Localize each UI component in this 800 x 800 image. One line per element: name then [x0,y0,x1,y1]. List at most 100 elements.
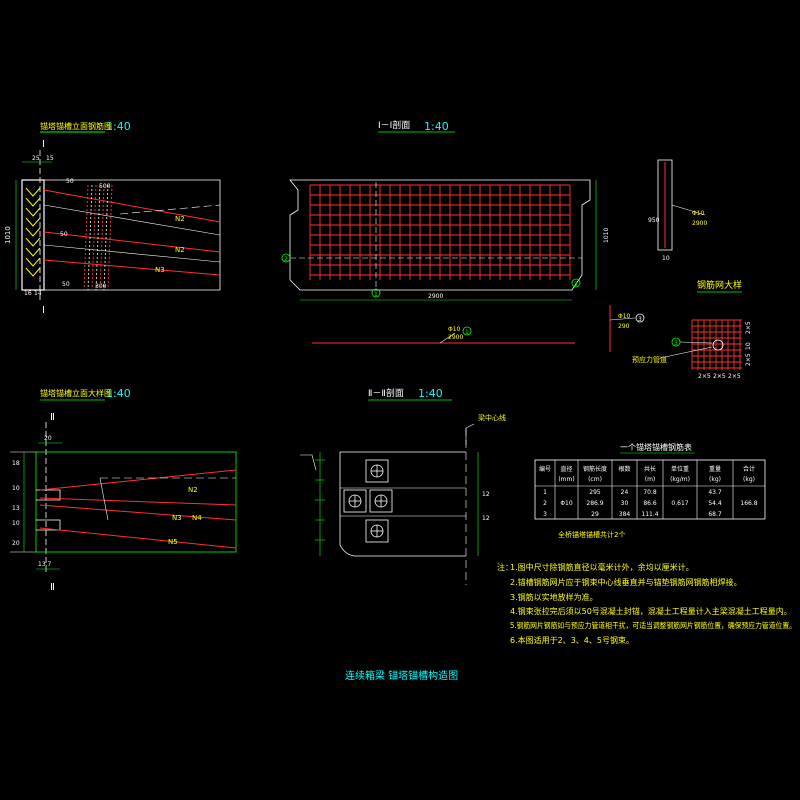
sec2-center-label: 梁中心线 [478,413,506,422]
table-cell: 2 [543,500,547,507]
bar3-len: 290 [618,323,630,330]
elev-bot-bar-1: N2 [188,486,198,494]
dim-50b: 50 [60,231,68,238]
bar3-view: Φ10 290 3 [609,305,645,352]
bar-detail-len: 2900 [692,220,707,227]
elev-bot-dim-left-5: 20 [12,540,20,547]
bar-label-1: N2 [175,215,185,223]
note-6: 6.本图适用于2、3、4、5号钢束。 [510,635,634,645]
table-header-cell: 重量 [709,465,721,473]
note-5: 5.钢筋网片钢筋如与预应力管道相干扰，可适当调整钢筋网片钢筋位置，确保预应力管道… [510,620,796,630]
table-header-cell: 直径 [560,465,572,473]
table-cell: Φ10 [560,500,573,507]
bar-detail-view: 950 Φ10 2900 10 [648,159,707,262]
elev-bot-bar-4: N5 [168,538,178,546]
dim-side: 1010 [4,226,12,244]
drawing-title: 连续箱梁 锚塔锚槽构造图 [345,669,458,682]
table-cell: 29 [591,511,599,518]
sec1-scale: 1:40 [424,120,449,133]
table-header-unit: (kg) [743,476,755,483]
bar-label-2: N2 [175,246,185,254]
sec2-right-dim-2: 12 [482,515,490,522]
sec2-right-dim-1: 12 [482,491,490,498]
sec1-width-dim: 2900 [428,293,443,300]
table-cell: 3 [543,511,547,518]
table-header-unit: (cm) [588,476,602,483]
table-header-cell: 合计 [743,465,755,473]
table-header-unit: (mm) [558,476,574,483]
section-2-view: Ⅱ－Ⅱ剖面 1:40 梁中心线 12 12 [300,387,506,585]
sec1-height-dim: 1010 [603,228,610,243]
dim-500: 500 [99,183,111,190]
section-1-view: Ⅰ－Ⅰ剖面 1:40 2 1 3 2900 1010 [281,119,610,301]
table-header-unit: (kg) [709,476,721,483]
mesh-x-dim-1: 2×5 [698,373,711,380]
table-cell: 166.8 [740,500,757,507]
table-header-cell: 共长 [644,465,656,473]
elev-bot-dim-left-1: 18 [12,460,20,467]
bar-detail-note: Φ10 [692,210,705,217]
mesh-y-dim-3: 2×5 [745,353,752,366]
mesh-x-dim-2: 2×5 [713,373,726,380]
section-1-mesh [309,184,571,280]
mesh-y-dims: 2×5 10 2×5 [745,321,752,366]
mesh-title: 钢筋网大样 [697,279,742,291]
table-header-unit: (kg/m) [670,476,690,483]
elev-bot-dim-left-3: 13 [12,505,20,512]
table-cell: 111.4 [641,511,658,518]
mesh-detail-view: 钢筋网大样 3 预应力管道 2×5 2×5 2×5 2×5 10 2×5 [632,279,752,380]
table-title: 一个锚塔锚槽钢筋表 [620,442,692,452]
elev-bot-bar-2: N3 [172,514,182,522]
table-cell: 286.9 [586,500,603,507]
table-cell: 43.7 [708,489,722,496]
sec2-anchor-plates [343,459,393,543]
bar-detail-bottom: 10 [662,255,670,262]
elev-bot-dim-bottom: 13.7 [38,561,52,568]
marker-I-top: Ⅰ [42,139,45,150]
table-border [534,459,766,520]
mesh-x-dims: 2×5 2×5 2×5 [698,373,741,380]
dim-bot-b: 14 [34,290,42,297]
mesh-y-dim-1: 2×5 [745,321,752,334]
note-3: 3.钢筋以实地放样为准。 [510,592,598,602]
table-cell: 1 [543,489,547,496]
bar3-note: Φ10 [618,313,631,320]
elev-bot-bar-3: N4 [192,514,202,522]
bar-detail-height: 950 [648,217,660,224]
sec2-scale: 1:40 [418,387,443,400]
marker-II-top: Ⅱ [50,412,55,423]
elev-bot-scale: 1:40 [106,387,131,400]
table-cell: 54.4 [708,500,722,507]
sec1-circle-3: 3 [574,281,578,288]
table-header-cell: 单位重 [671,465,689,473]
elev-bot-dim-left-4: 10 [12,520,20,527]
notes-prefix: 注： [497,562,513,572]
sec1-circle-1: 1 [374,291,378,298]
note-4: 4.钢束张拉完后须以50号混凝土封锚，混凝土工程量计入主梁混凝土工程量内。 [510,606,792,616]
elevation-detail-view: 锚塔锚槽立面大样图 1:40 Ⅱ Ⅱ 20 18 10 13 10 20 N2 … [10,387,237,593]
elev-bot-dim-top: 20 [44,435,52,442]
bar1-note: Φ10 [448,326,461,333]
table-cell: 384 [619,511,631,518]
dim-top-b: 15 [46,155,54,162]
mesh-detail-grid [691,319,742,370]
sec1-circle-2: 2 [284,256,288,263]
sec1-title: Ⅰ－Ⅰ剖面 [378,119,410,131]
mesh-y-dim-2: 10 [745,342,752,350]
bar1-view: Φ10 2900 1 [312,326,575,344]
marker-II-bottom: Ⅱ [50,582,55,593]
table-cell: 295 [589,489,601,496]
table-cell: 24 [621,489,629,496]
table-cell: 86.6 [643,500,657,507]
table-header-cell: 钢筋长度 [583,465,607,473]
table-cell: 70.8 [643,489,657,496]
mesh-x-dim-3: 2×5 [728,373,741,380]
elev-top-scale: 1:40 [106,120,131,133]
bar1-len: 2900 [448,334,463,341]
table-cell: 30 [621,500,629,507]
elev-bot-dim-left-2: 10 [12,485,20,492]
sec2-title: Ⅱ－Ⅱ剖面 [368,387,404,399]
table-cell: 0.617 [671,500,688,507]
dim-50c: 50 [62,281,70,288]
table-header-cell: 根数 [618,465,630,473]
